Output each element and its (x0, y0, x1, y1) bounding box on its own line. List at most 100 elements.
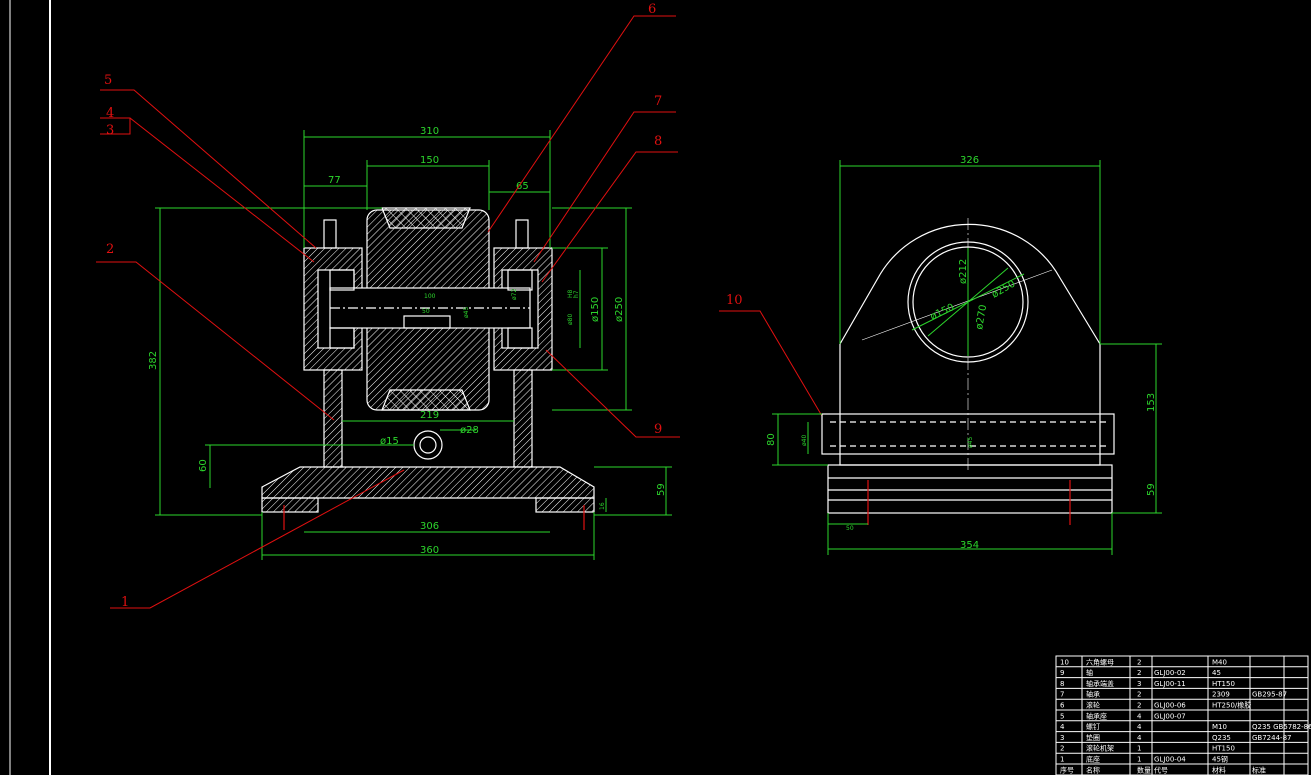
bom-cell-std: Q235 GB5782-86 (1252, 723, 1311, 731)
bom-cell-name: 底座 (1086, 755, 1100, 764)
bom-cell-no: 6 (1060, 702, 1065, 710)
bearing-left-b (329, 327, 355, 349)
bom-cell-name: 螺钉 (1086, 722, 1100, 731)
side-dimensions (772, 160, 1162, 555)
dim-306: 306 (420, 521, 439, 532)
bom-cell-mat: 45 (1212, 669, 1221, 677)
roller-tread-bottom (381, 389, 471, 411)
dim-phi80: ø80 (567, 314, 574, 325)
bom-cell-qty: 数量 (1137, 765, 1151, 774)
bom-cell-qty: 4 (1137, 723, 1142, 731)
bom-cell-no: 2 (1060, 745, 1064, 753)
bom-cell-no: 10 (1060, 658, 1069, 666)
bom-cell-std: 标准 (1252, 765, 1266, 774)
bom-table (1055, 655, 1309, 775)
bom-cell-qty: 1 (1137, 756, 1141, 764)
dim-phi15: ø15 (380, 436, 399, 447)
callout-1: 1 (121, 595, 129, 610)
bom-cell-qty: 2 (1137, 702, 1141, 710)
side-dim-59: 59 (1146, 483, 1157, 496)
frame-wall-left (323, 369, 343, 468)
bom-cell-code: GLJ00-07 (1154, 712, 1186, 720)
bom-cell-name: 滚轮机架 (1086, 744, 1114, 753)
bolt-left (323, 219, 337, 249)
bom-cell-no: 1 (1060, 756, 1064, 764)
drawing-frame (9, 0, 51, 775)
bom-cell-mat: M40 (1212, 658, 1227, 666)
roller-tread-top (381, 207, 471, 229)
bom-cell-no: 4 (1060, 723, 1065, 731)
bearing-right (507, 269, 533, 291)
bom-cell-mat: HT250/橡胶 (1212, 701, 1251, 710)
side-dim-326: 326 (960, 155, 979, 166)
bom-cell-no: 9 (1060, 669, 1064, 677)
bom-cell-qty: 3 (1137, 680, 1141, 688)
dim-phi28: ø28 (460, 425, 479, 436)
bom-cell-mat: Q235 (1212, 734, 1231, 742)
front-dimension-text: 310 150 77 65 382 219 306 360 60 59 16 ø… (148, 126, 667, 556)
callout-labels: 1 2 3 4 5 6 7 8 9 10 (104, 2, 743, 610)
callout-8: 8 (654, 134, 662, 149)
side-dim-80: 80 (766, 433, 777, 446)
bom-cell-qty: 1 (1137, 745, 1141, 753)
bom-cell-name: 垫圈 (1086, 733, 1100, 742)
bom-cell-mat: HT150 (1212, 745, 1235, 753)
dim-382: 382 (148, 351, 159, 370)
bearing-left (329, 269, 355, 291)
bom-cell-name: 名称 (1086, 765, 1100, 774)
bom-cell-name: 滚轮 (1086, 701, 1100, 710)
callout-3: 3 (106, 123, 114, 138)
bom-cell-no: 7 (1060, 691, 1064, 699)
dim-phi150: ø150 (590, 297, 601, 322)
callout-2: 2 (106, 242, 114, 257)
dim-16: 16 (599, 502, 606, 510)
base-plate (261, 466, 595, 499)
bom-cell-qty: 4 (1137, 712, 1142, 720)
bom-cell-mat: 45钢 (1212, 755, 1228, 764)
bom-cell-code: GLJ00-02 (1154, 669, 1186, 677)
callout-4: 4 (106, 106, 114, 121)
bom-cell-name: 轴承 (1086, 690, 1100, 699)
bom-cell-no: 5 (1060, 712, 1064, 720)
callout-9: 9 (654, 422, 662, 437)
callout-7: 7 (654, 94, 662, 109)
dim-65: 65 (516, 181, 529, 192)
callout-leaders (96, 15, 823, 609)
callout-5: 5 (104, 73, 112, 88)
bom-cell-code: GLJ00-06 (1154, 702, 1186, 710)
dim-360: 360 (420, 545, 439, 556)
bom-cell-mat: 2309 (1212, 691, 1230, 699)
dim-h7: h7 (573, 290, 580, 298)
dim-59: 59 (656, 483, 667, 496)
bom-cell-no: 序号 (1060, 765, 1074, 774)
bom-cell-std: GB7244-87 (1252, 734, 1291, 742)
dim-h8: H8 (567, 289, 574, 298)
bom-cell-name: 轴承端盖 (1086, 679, 1114, 688)
front-dimensions (155, 130, 672, 560)
dim-phi250: ø250 (614, 297, 625, 322)
side-dim-153: 153 (1146, 393, 1157, 412)
side-dim-phi212: ø212 (958, 259, 969, 284)
bom-cell-qty: 4 (1137, 734, 1142, 742)
side-dim-354: 354 (960, 540, 979, 551)
side-view (821, 218, 1115, 525)
base-foot-right (535, 497, 595, 513)
dim-150: 150 (420, 155, 439, 166)
bom-cell-code: GLJ00-11 (1154, 680, 1186, 688)
base-foot-left (261, 497, 319, 513)
callout-6: 6 (648, 2, 656, 17)
dim-219: 219 (420, 410, 439, 421)
side-dimension-text: 326 354 153 59 80 ø40 ø45 ø150 ø212 ø250… (766, 155, 1157, 551)
frame-wall-right (513, 369, 533, 468)
front-view (261, 207, 595, 530)
side-dim-50: 50 (846, 525, 854, 532)
side-dim-phi45: ø45 (967, 437, 974, 448)
bom-cell-mat: M10 (1212, 723, 1227, 731)
bom-cell-name: 六角螺母 (1086, 657, 1114, 666)
dim-77: 77 (328, 175, 341, 186)
bom-cell-name: 轴承座 (1086, 711, 1107, 720)
bom-cell-name: 轴 (1086, 668, 1093, 677)
dim-phi45: ø45 (463, 307, 470, 318)
